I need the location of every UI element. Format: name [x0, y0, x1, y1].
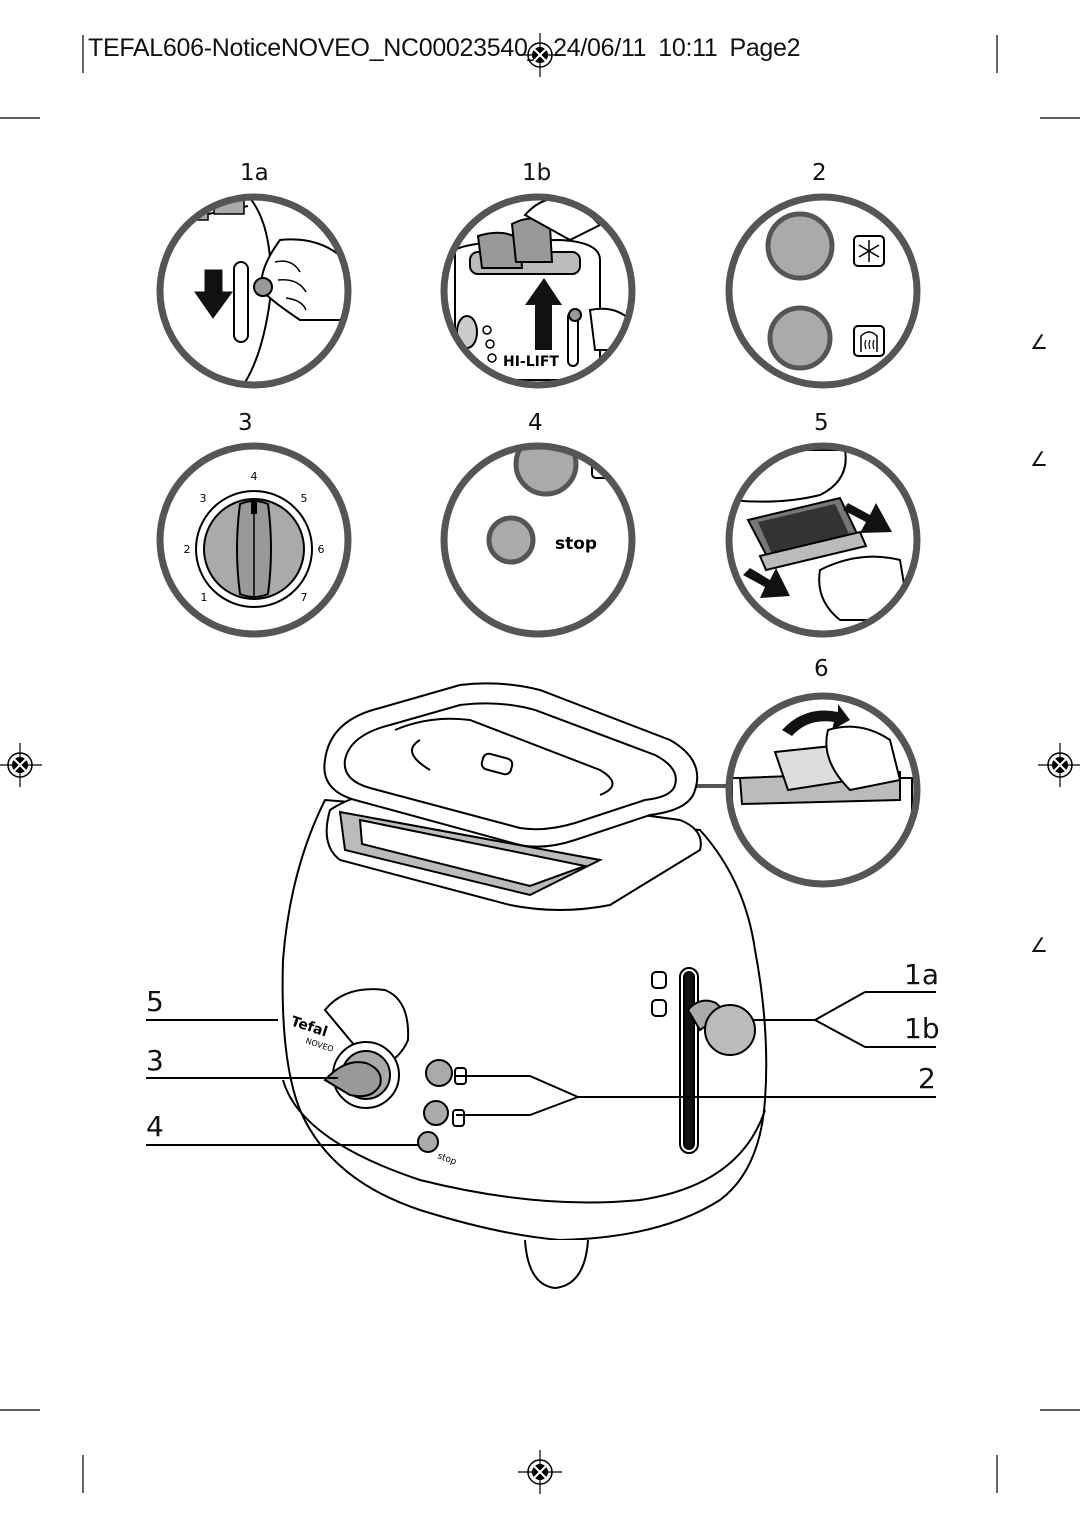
toast-icon [860, 331, 878, 352]
panel-label-3: 3 [238, 410, 253, 436]
callout-label-4: 4 [146, 1110, 164, 1143]
header-page: Page2 [729, 34, 801, 62]
margin-mark: ∠ [1030, 933, 1048, 957]
stop-label: stop [555, 534, 597, 554]
header-time: 10:11 [658, 34, 718, 62]
callout-label-1b: 1b [904, 1012, 940, 1045]
panel-5-crumb-tray [725, 442, 921, 638]
panel-3-browning-dial: 1 2 3 4 5 6 7 [156, 442, 352, 638]
callout-label-2: 2 [918, 1062, 936, 1095]
panel-label-2: 2 [812, 160, 827, 186]
hi-lift-label: HI-LIFT [503, 354, 559, 370]
registration-mark-icon [517, 1449, 563, 1495]
dial-numbers: 1 2 3 4 5 6 7 [184, 470, 325, 604]
dial-number: 3 [200, 492, 207, 505]
panel-2-functions [725, 193, 921, 389]
registration-mark-icon [1037, 742, 1080, 788]
panel-label-1b: 1b [522, 160, 552, 186]
snowflake-icon [858, 240, 880, 262]
print-header: TEFAL606-NoticeNOVEO_NC00023540_ 24/06/11… [88, 34, 812, 63]
panel-label-6: 6 [814, 656, 829, 682]
callout-lines [146, 991, 936, 1146]
panel-4-stop: stop [440, 442, 636, 638]
margin-mark: ∠ [1030, 447, 1048, 471]
dial-number: 6 [318, 543, 325, 556]
dial-number: 5 [301, 492, 308, 505]
dial-number: 7 [301, 591, 308, 604]
margin-mark: ∠ [1030, 330, 1048, 354]
panel-1a-lever-down [156, 193, 352, 389]
panel-1b-hi-lift: HI-LIFT [440, 193, 636, 389]
registration-mark-icon [0, 742, 43, 788]
panel-label-5: 5 [814, 410, 829, 436]
registration-mark-icon [517, 32, 563, 78]
dial-number: 2 [184, 543, 191, 556]
dial-number: 4 [251, 470, 258, 483]
main-toaster [281, 682, 768, 1290]
panel-label-1a: 1a [240, 160, 269, 186]
crop-marks [0, 35, 1080, 1493]
panel-label-4: 4 [528, 410, 543, 436]
callout-label-1a: 1a [904, 958, 939, 991]
callout-label-3: 3 [146, 1044, 164, 1077]
panel-6-warming-rack [676, 692, 921, 888]
callout-label-5: 5 [146, 985, 164, 1018]
header-date: 24/06/11 [553, 34, 647, 62]
header-filename: TEFAL606-NoticeNOVEO_NC00023540_ [88, 34, 542, 62]
dial-number: 1 [201, 591, 208, 604]
